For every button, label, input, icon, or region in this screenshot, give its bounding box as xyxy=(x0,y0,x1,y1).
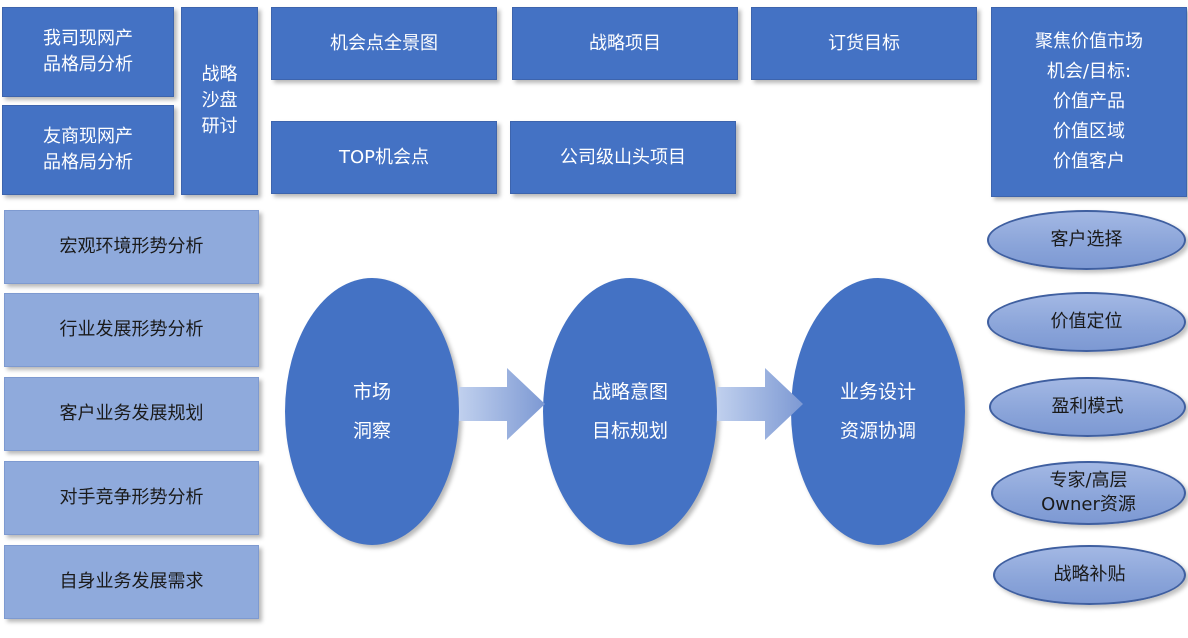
analysis-item-industry: 行业发展形势分析 xyxy=(4,293,259,367)
strategic-subsidy-pill: 战略补贴 xyxy=(993,545,1186,605)
analysis-item-customer: 客户业务发展规划 xyxy=(4,377,259,451)
strategic-project-box: 战略项目 xyxy=(512,7,738,80)
flow-strategic-intent: 战略意图 目标规划 xyxy=(543,278,717,545)
our-product-layout-box: 我司现网产 品格局分析 xyxy=(2,7,174,97)
analysis-item-self: 自身业务发展需求 xyxy=(4,545,259,619)
customer-selection-pill: 客户选择 xyxy=(987,210,1186,270)
rival-product-layout-box: 友商现网产 品格局分析 xyxy=(2,105,174,195)
profit-model-pill: 盈利模式 xyxy=(989,377,1186,437)
analysis-item-macro: 宏观环境形势分析 xyxy=(4,210,259,284)
right-arrow-icon xyxy=(717,368,803,440)
right-arrow-icon xyxy=(459,368,545,440)
flow-business-design: 业务设计 资源协调 xyxy=(791,278,965,545)
flow-market-insight: 市场 洞察 xyxy=(285,278,459,545)
top-opportunity-box: TOP机会点 xyxy=(271,121,497,194)
analysis-item-competitor: 对手竞争形势分析 xyxy=(4,461,259,535)
value-positioning-pill: 价值定位 xyxy=(987,292,1186,352)
company-hilltop-project-box: 公司级山头项目 xyxy=(510,121,736,194)
opportunity-panorama-box: 机会点全景图 xyxy=(271,7,497,80)
value-market-focus-box: 聚焦价值市场 机会/目标: 价值产品 价值区域 价值客户 xyxy=(991,7,1187,197)
order-target-box: 订货目标 xyxy=(751,7,977,80)
strategy-workshop-box: 战略 沙盘 研讨 xyxy=(181,7,258,195)
expert-owner-resource-pill: 专家/高层 Owner资源 xyxy=(991,461,1186,525)
